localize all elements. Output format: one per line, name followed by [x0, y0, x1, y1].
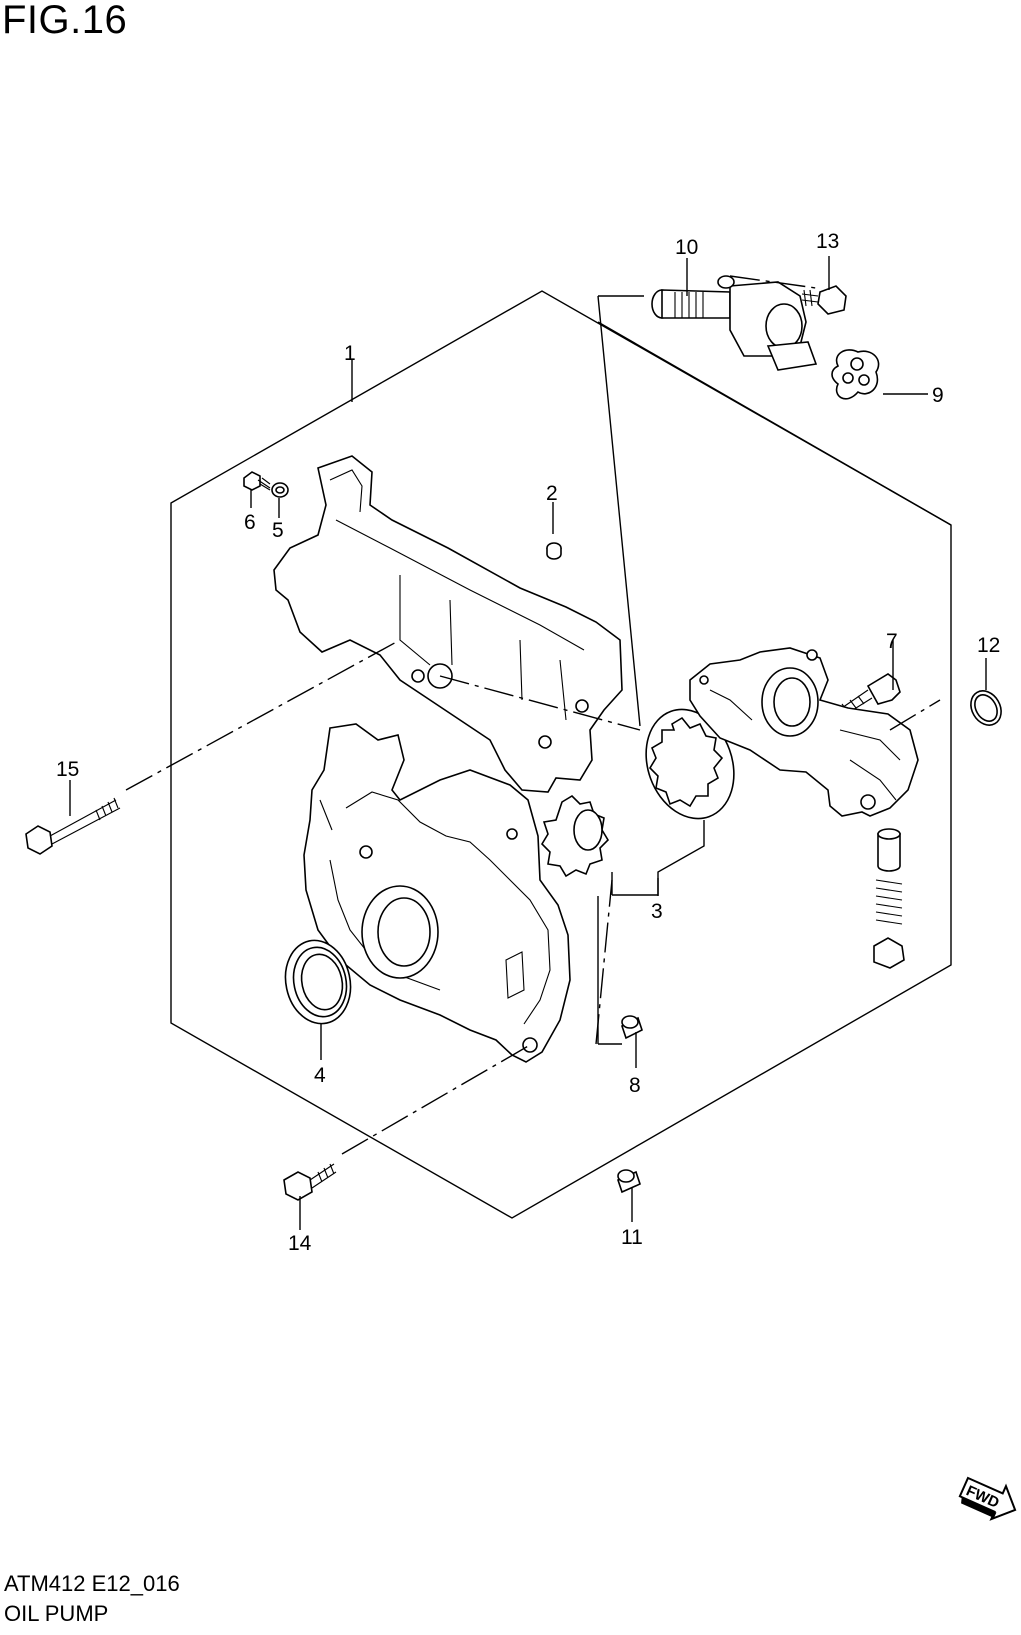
callout-1: 1 — [344, 342, 356, 365]
callout-labels: 1 2 3 4 5 6 7 8 9 10 11 12 13 14 15 — [56, 230, 1000, 1255]
callout-13: 13 — [816, 230, 839, 253]
callout-5: 5 — [272, 519, 284, 542]
callout-8: 8 — [629, 1074, 641, 1097]
fwd-arrow-icon: FWD — [958, 1476, 1017, 1521]
gasket-9 — [831, 349, 880, 400]
oil-pump-rotor-set — [540, 708, 735, 878]
bolt-14 — [283, 1163, 337, 1201]
callout-9: 9 — [932, 384, 944, 407]
dashed-alignment-lines — [125, 275, 941, 1155]
dowel-pin-11 — [617, 1169, 641, 1194]
callout-10: 10 — [675, 236, 698, 259]
oil-seal-4 — [284, 939, 352, 1025]
dowel-pin-8 — [621, 1015, 643, 1040]
callout-3: 3 — [651, 900, 663, 923]
oil-pump-housing — [689, 647, 919, 817]
callout-6: 6 — [244, 511, 256, 534]
callout-15: 15 — [56, 758, 79, 781]
washer-5 — [271, 482, 289, 498]
o-ring-12 — [970, 690, 1002, 726]
bolt-6 — [243, 471, 271, 491]
bolt-13 — [801, 285, 847, 315]
diagram-code: ATM412 E12_016 — [4, 1571, 180, 1596]
bolt-15 — [25, 797, 121, 855]
diagram-name: OIL PUMP — [4, 1601, 109, 1626]
callout-2: 2 — [546, 482, 558, 505]
figure-title: FIG.16 — [2, 0, 128, 42]
callout-4: 4 — [314, 1064, 326, 1087]
relief-valve-assembly — [873, 828, 905, 969]
oil-pump-case — [273, 455, 623, 1063]
callout-11: 11 — [621, 1226, 643, 1249]
callout-7: 7 — [886, 630, 898, 653]
callout-14: 14 — [288, 1232, 312, 1255]
oil-control-valve-10 — [651, 275, 818, 371]
dowel-pin-2 — [546, 542, 562, 560]
assembly-boundary — [170, 290, 952, 1219]
callout-12: 12 — [977, 634, 1000, 657]
